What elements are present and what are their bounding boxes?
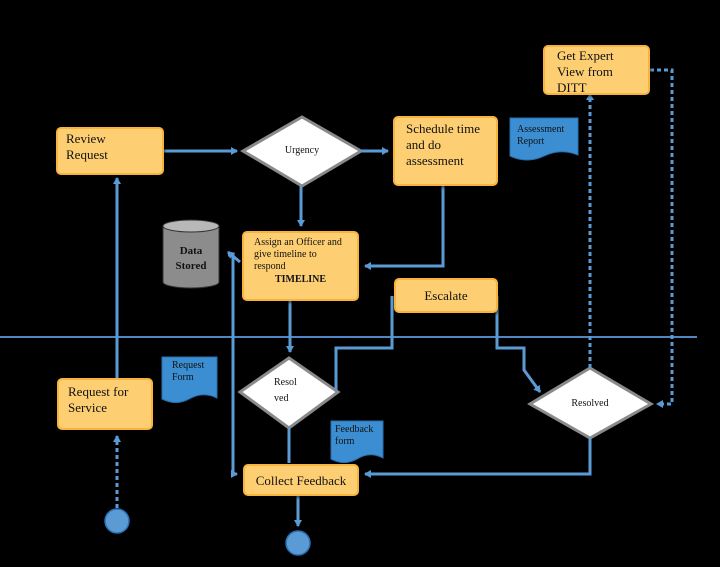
- assessment-report-label: Assessment Report: [517, 124, 565, 147]
- start-node: [104, 508, 130, 534]
- timeline-label: TIMELINE: [274, 274, 327, 285]
- data-stored-cylinder: [162, 219, 220, 289]
- escalate-box: Escalate: [394, 278, 498, 313]
- request-service-label: Request for Service: [68, 384, 129, 415]
- end-node: [285, 530, 311, 556]
- resolved-right-label: Resolved: [571, 398, 609, 409]
- review-request-label: Review Request: [66, 131, 108, 162]
- request-form-label: Request Form: [172, 360, 205, 383]
- get-expert-label: Get Expert View from DITT: [557, 48, 614, 95]
- edge-expert-to-resolved: [650, 68, 674, 408]
- request-form-shape: [161, 356, 218, 403]
- resolved-left-label: Resol ved: [274, 377, 297, 404]
- edge-resolved-to-escalate: [334, 296, 394, 390]
- edge-schedule-to-assign: [364, 186, 445, 270]
- edge-assign-to-datastored: [227, 250, 241, 264]
- schedule-box: Schedule time and do assessment: [393, 116, 498, 186]
- edge-resolvedright-to-feedback: [364, 438, 592, 478]
- assign-officer-box: Assign an Officer and give timeline to r…: [242, 231, 359, 301]
- request-service-box: Request for Service: [57, 378, 153, 430]
- urgency-label: Urgency: [284, 145, 320, 156]
- feedback-form-shape: [330, 420, 384, 463]
- assign-officer-label: Assign an Officer and give timeline to r…: [254, 237, 342, 272]
- assessment-report-shape: [509, 117, 579, 161]
- schedule-label: Schedule time and do assessment: [406, 121, 481, 168]
- feedback-form-label: Feedback form: [335, 424, 374, 447]
- data-stored-label: Data Stored: [175, 245, 207, 272]
- edge-escalate-to-resolved: [495, 296, 542, 393]
- collect-feedback-label: Collect Feedback: [255, 473, 347, 488]
- edge-datastored-to-feedback: [228, 253, 238, 478]
- review-request-box: Review Request: [56, 127, 164, 175]
- escalate-label: Escalate: [424, 288, 468, 303]
- get-expert-box: Get Expert View from DITT: [543, 45, 650, 95]
- collect-feedback-box: Collect Feedback: [243, 464, 359, 496]
